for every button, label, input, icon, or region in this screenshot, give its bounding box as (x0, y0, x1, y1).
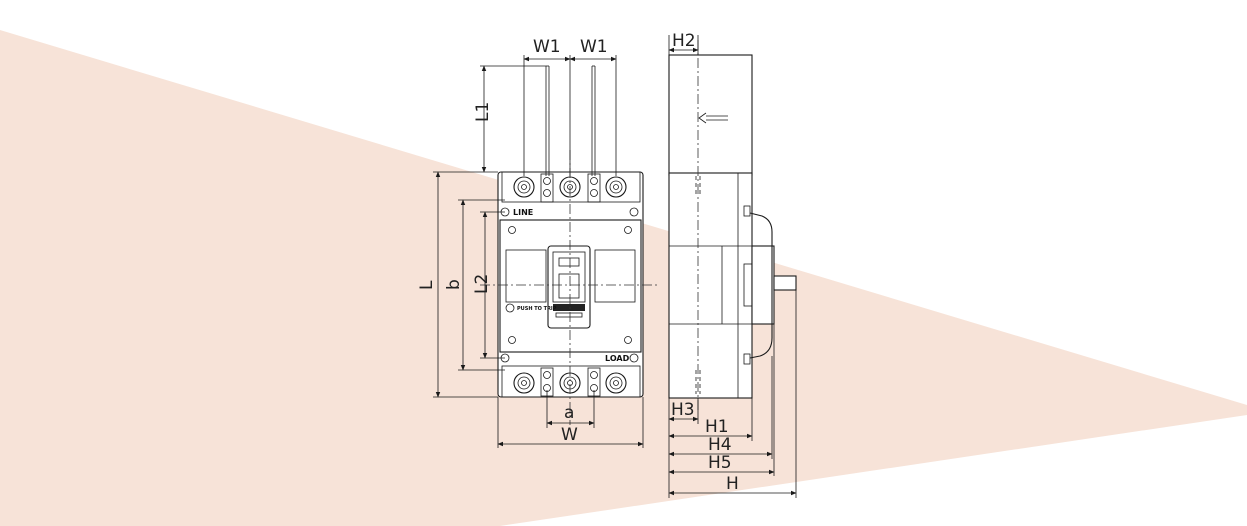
dim-w1-right: W1 (580, 37, 608, 57)
dim-w: W (561, 425, 578, 445)
dim-h1: H1 (705, 417, 729, 437)
toggle-handle (547, 245, 591, 329)
dim-h: H (726, 474, 739, 494)
dim-b: b (444, 279, 464, 290)
dim-l2: L2 (472, 274, 492, 294)
dim-h2: H2 (672, 31, 696, 51)
dim-h5: H5 (708, 453, 732, 473)
dim-h3: H3 (671, 400, 695, 420)
dim-a: a (564, 403, 574, 423)
push-to-trip-label: PUSH TO TRIP (517, 306, 557, 312)
load-label: LOAD (605, 354, 630, 363)
front-dimensions: W1 W1 L1 L b L2 a W (417, 37, 644, 448)
dim-l1: L1 (473, 102, 493, 122)
busbars (545, 65, 596, 176)
side-dimensions: H2 H3 H1 H4 H5 H (668, 31, 797, 498)
side-view (668, 40, 797, 410)
push-to-trip-button (505, 303, 515, 313)
dim-h4: H4 (708, 435, 732, 455)
line-label: LINE (513, 208, 533, 217)
dim-w1-left: W1 (533, 37, 561, 57)
front-view: LINE LOAD PUSH TO TRIP (480, 65, 660, 425)
dim-l: L (417, 280, 437, 290)
